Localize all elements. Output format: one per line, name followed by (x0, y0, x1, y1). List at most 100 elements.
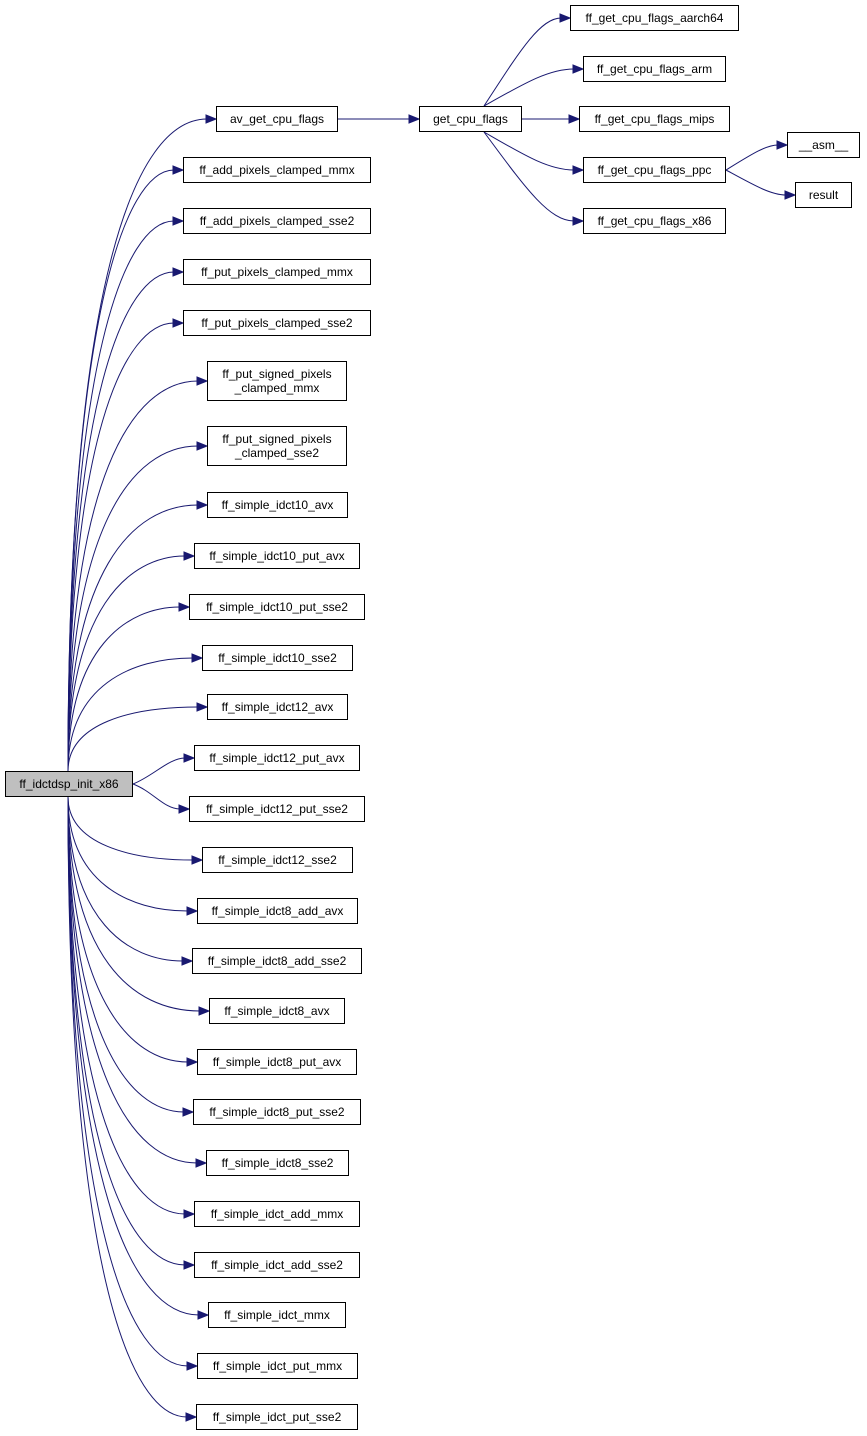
node-get-cpu-flags[interactable]: get_cpu_flags (419, 106, 522, 132)
edge-ff-idctdsp-init-x86-to-ff-simple-idct12-avx (67, 706, 199, 772)
node-ff-simple-idct-put-mmx[interactable]: ff_simple_idct_put_mmx (197, 1353, 358, 1379)
node-ff-simple-idct8-add-sse2[interactable]: ff_simple_idct8_add_sse2 (192, 948, 362, 974)
edge-av-get-cpu-flags-to-get-cpu-flags-arrowhead (408, 114, 421, 124)
edge-ff-idctdsp-init-x86-to-ff-put-pixels-clamped-sse2 (67, 322, 175, 772)
edge-ff-idctdsp-init-x86-to-ff-simple-idct10-put-avx (67, 555, 186, 772)
node-ff-simple-idct8-avx[interactable]: ff_simple_idct8_avx (209, 998, 345, 1024)
edge-ff-idctdsp-init-x86-to-ff-simple-idct8-avx-arrowhead (198, 1006, 211, 1016)
edge-ff-idctdsp-init-x86-to-ff-put-signed-pixels-clamped-mmx (67, 380, 199, 772)
edge-ff-idctdsp-init-x86-to-ff-add-pixels-clamped-sse2 (67, 220, 175, 772)
edge-ff-idctdsp-init-x86-to-ff-simple-idct8-add-sse2-arrowhead (181, 956, 194, 966)
node-ff-put-pixels-clamped-mmx[interactable]: ff_put_pixels_clamped_mmx (183, 259, 371, 285)
node-ff-get-cpu-flags-ppc[interactable]: ff_get_cpu_flags_ppc (583, 157, 726, 183)
node-ff-simple-idct8-put-avx[interactable]: ff_simple_idct8_put_avx (197, 1049, 357, 1075)
edge-ff-idctdsp-init-x86-to-ff-simple-idct10-sse2 (67, 657, 194, 772)
edge-ff-idctdsp-init-x86-to-ff-simple-idct-add-mmx (67, 796, 186, 1215)
edge-ff-idctdsp-init-x86-to-ff-add-pixels-clamped-mmx-arrowhead (172, 165, 185, 175)
edge-ff-idctdsp-init-x86-to-ff-simple-idct8-add-sse2 (67, 796, 184, 962)
edge-get-cpu-flags-to-ff-get-cpu-flags-arm (483, 68, 575, 107)
edge-ff-idctdsp-init-x86-to-ff-simple-idct8-add-avx (67, 796, 189, 912)
node-ff-put-signed-pixels-clamped-sse2[interactable]: ff_put_signed_pixels _clamped_sse2 (207, 426, 347, 466)
node-ff-simple-idct10-put-avx[interactable]: ff_simple_idct10_put_avx (194, 543, 360, 569)
node-ff-simple-idct8-add-avx[interactable]: ff_simple_idct8_add_avx (197, 898, 358, 924)
node-ff-get-cpu-flags-x86[interactable]: ff_get_cpu_flags_x86 (583, 208, 726, 234)
edge-ff-idctdsp-init-x86-to-ff-simple-idct-put-sse2 (67, 796, 188, 1418)
edge-ff-idctdsp-init-x86-to-ff-simple-idct-put-sse2-arrowhead (185, 1412, 198, 1422)
edge-ff-idctdsp-init-x86-to-ff-put-pixels-clamped-sse2-arrowhead (172, 318, 185, 328)
node-ff-simple-idct12-sse2[interactable]: ff_simple_idct12_sse2 (202, 847, 353, 873)
edge-ff-idctdsp-init-x86-to-ff-simple-idct-add-mmx-arrowhead (183, 1209, 196, 1219)
edge-ff-idctdsp-init-x86-to-ff-simple-idct8-put-avx (67, 796, 189, 1063)
node-ff-simple-idct10-avx[interactable]: ff_simple_idct10_avx (207, 492, 348, 518)
edge-ff-idctdsp-init-x86-to-ff-simple-idct8-put-avx-arrowhead (186, 1057, 199, 1067)
edge-ff-idctdsp-init-x86-to-ff-simple-idct-add-sse2-arrowhead (183, 1260, 196, 1270)
edge-ff-idctdsp-init-x86-to-ff-simple-idct12-sse2 (67, 796, 194, 861)
edge-ff-idctdsp-init-x86-to-ff-simple-idct-put-mmx (67, 796, 189, 1367)
node-ff-simple-idct-add-sse2[interactable]: ff_simple_idct_add_sse2 (194, 1252, 360, 1278)
edge-ff-idctdsp-init-x86-to-ff-simple-idct8-avx (67, 796, 201, 1012)
node-ff-simple-idct-add-mmx[interactable]: ff_simple_idct_add_mmx (194, 1201, 360, 1227)
node-ff-get-cpu-flags-arm[interactable]: ff_get_cpu_flags_arm (583, 56, 726, 82)
edge-ff-idctdsp-init-x86-to-ff-simple-idct8-add-avx-arrowhead (186, 906, 199, 916)
edge-ff-idctdsp-init-x86-to-ff-simple-idct10-put-avx-arrowhead (183, 551, 196, 561)
edge-ff-get-cpu-flags-ppc-to-asm-arrowhead (776, 140, 789, 150)
edge-ff-idctdsp-init-x86-to-ff-simple-idct10-sse2-arrowhead (191, 653, 204, 663)
edge-get-cpu-flags-to-ff-get-cpu-flags-aarch64-arrowhead (559, 13, 572, 23)
edge-ff-idctdsp-init-x86-to-ff-simple-idct8-sse2 (67, 796, 198, 1164)
edge-ff-idctdsp-init-x86-to-ff-simple-idct12-put-sse2-arrowhead (178, 804, 191, 814)
node-ff-put-pixels-clamped-sse2[interactable]: ff_put_pixels_clamped_sse2 (183, 310, 371, 336)
edge-ff-idctdsp-init-x86-to-ff-simple-idct-mmx-arrowhead (197, 1310, 210, 1320)
edge-ff-idctdsp-init-x86-to-av-get-cpu-flags-arrowhead (205, 114, 218, 124)
node-av-get-cpu-flags[interactable]: av_get_cpu_flags (216, 106, 338, 132)
edge-ff-idctdsp-init-x86-to-ff-simple-idct12-put-sse2 (132, 783, 181, 810)
edge-ff-idctdsp-init-x86-to-ff-put-signed-pixels-clamped-sse2-arrowhead (196, 441, 209, 451)
edge-ff-idctdsp-init-x86-to-ff-simple-idct10-avx (67, 504, 199, 772)
edge-get-cpu-flags-to-ff-get-cpu-flags-x86 (483, 131, 575, 222)
node-ff-simple-idct12-put-avx[interactable]: ff_simple_idct12_put_avx (194, 745, 360, 771)
edge-ff-idctdsp-init-x86-to-ff-simple-idct-put-mmx-arrowhead (186, 1361, 199, 1371)
node-ff-put-signed-pixels-clamped-mmx[interactable]: ff_put_signed_pixels _clamped_mmx (207, 361, 347, 401)
node-ff-idctdsp-init-x86: ff_idctdsp_init_x86 (5, 771, 133, 797)
edge-ff-idctdsp-init-x86-to-ff-simple-idct-add-sse2 (67, 796, 186, 1266)
edge-get-cpu-flags-to-ff-get-cpu-flags-x86-arrowhead (572, 216, 585, 226)
node-asm[interactable]: __asm__ (787, 132, 860, 158)
edge-ff-idctdsp-init-x86-to-ff-simple-idct10-put-sse2-arrowhead (178, 602, 191, 612)
edge-ff-idctdsp-init-x86-to-ff-simple-idct12-sse2-arrowhead (191, 855, 204, 865)
edge-ff-idctdsp-init-x86-to-ff-put-pixels-clamped-mmx (67, 271, 175, 772)
node-ff-simple-idct10-put-sse2[interactable]: ff_simple_idct10_put_sse2 (189, 594, 365, 620)
edge-ff-idctdsp-init-x86-to-ff-simple-idct8-sse2-arrowhead (195, 1158, 208, 1168)
edge-ff-idctdsp-init-x86-to-ff-put-signed-pixels-clamped-sse2 (67, 445, 199, 772)
node-result[interactable]: result (795, 182, 852, 208)
edge-ff-idctdsp-init-x86-to-ff-simple-idct12-avx-arrowhead (196, 702, 209, 712)
edge-get-cpu-flags-to-ff-get-cpu-flags-arm-arrowhead (572, 64, 585, 74)
node-ff-simple-idct10-sse2[interactable]: ff_simple_idct10_sse2 (202, 645, 353, 671)
node-ff-simple-idct8-sse2[interactable]: ff_simple_idct8_sse2 (206, 1150, 349, 1176)
node-ff-simple-idct12-avx[interactable]: ff_simple_idct12_avx (207, 694, 348, 720)
node-ff-simple-idct-mmx[interactable]: ff_simple_idct_mmx (208, 1302, 346, 1328)
edge-ff-idctdsp-init-x86-to-ff-simple-idct12-put-avx (132, 757, 186, 785)
edge-ff-idctdsp-init-x86-to-ff-add-pixels-clamped-mmx (67, 169, 175, 772)
edge-ff-idctdsp-init-x86-to-ff-simple-idct8-put-sse2 (67, 796, 185, 1113)
edge-ff-idctdsp-init-x86-to-ff-put-signed-pixels-clamped-mmx-arrowhead (196, 376, 209, 386)
edge-ff-get-cpu-flags-ppc-to-result-arrowhead (784, 190, 797, 200)
edge-ff-idctdsp-init-x86-to-ff-simple-idct8-put-sse2-arrowhead (182, 1107, 195, 1117)
edge-ff-get-cpu-flags-ppc-to-asm (725, 144, 779, 171)
node-ff-simple-idct-put-sse2[interactable]: ff_simple_idct_put_sse2 (196, 1404, 358, 1430)
node-ff-add-pixels-clamped-mmx[interactable]: ff_add_pixels_clamped_mmx (183, 157, 371, 183)
edge-ff-idctdsp-init-x86-to-ff-simple-idct-mmx (67, 796, 200, 1316)
node-ff-simple-idct12-put-sse2[interactable]: ff_simple_idct12_put_sse2 (189, 796, 365, 822)
node-ff-add-pixels-clamped-sse2[interactable]: ff_add_pixels_clamped_sse2 (183, 208, 371, 234)
node-ff-get-cpu-flags-mips[interactable]: ff_get_cpu_flags_mips (579, 106, 730, 132)
edge-ff-idctdsp-init-x86-to-ff-simple-idct10-put-sse2 (67, 606, 181, 772)
node-ff-get-cpu-flags-aarch64[interactable]: ff_get_cpu_flags_aarch64 (570, 5, 739, 31)
edge-get-cpu-flags-to-ff-get-cpu-flags-ppc (483, 131, 575, 171)
edge-ff-idctdsp-init-x86-to-ff-add-pixels-clamped-sse2-arrowhead (172, 216, 185, 226)
edge-get-cpu-flags-to-ff-get-cpu-flags-ppc-arrowhead (572, 165, 585, 175)
edge-ff-idctdsp-init-x86-to-ff-simple-idct10-avx-arrowhead (196, 500, 209, 510)
node-ff-simple-idct8-put-sse2[interactable]: ff_simple_idct8_put_sse2 (193, 1099, 361, 1125)
edge-ff-idctdsp-init-x86-to-ff-put-pixels-clamped-mmx-arrowhead (172, 267, 185, 277)
edge-get-cpu-flags-to-ff-get-cpu-flags-mips-arrowhead (568, 114, 581, 124)
edge-get-cpu-flags-to-ff-get-cpu-flags-aarch64 (483, 17, 562, 107)
